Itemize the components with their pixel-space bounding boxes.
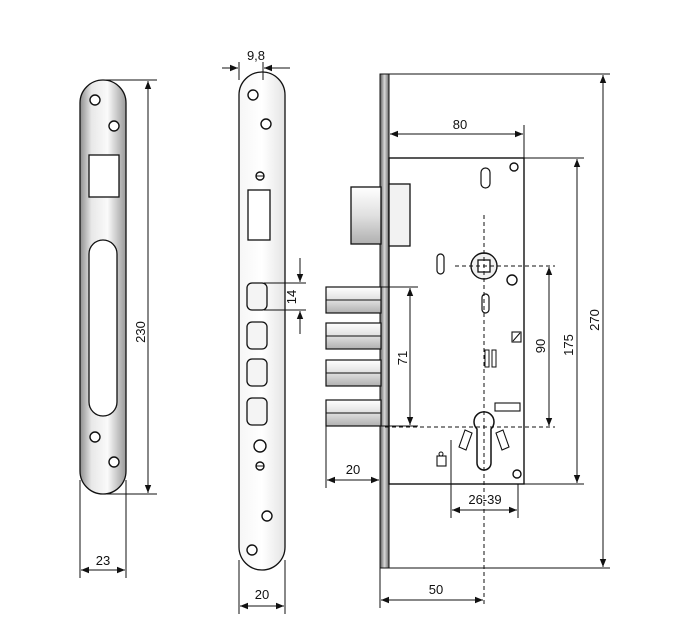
dimension-label-23: 23 xyxy=(96,553,110,568)
case-slot-top xyxy=(480,167,491,189)
dimension-backset: 50 xyxy=(379,568,483,608)
case-notch xyxy=(436,455,447,467)
dimension-bolt-spacing: 71 xyxy=(381,286,418,427)
bolt-slot-2 xyxy=(246,321,268,350)
dimension-label-26-39: 26-39 xyxy=(468,492,501,507)
dimension-bolt-projection: 20 xyxy=(325,426,379,488)
dimension-faceplate-width: 20 xyxy=(238,560,286,614)
strike-plate xyxy=(79,79,127,495)
bolt-opening xyxy=(88,239,118,417)
dimension-label-50: 50 xyxy=(429,582,443,597)
screw-hole-icon xyxy=(260,118,272,130)
dimension-label-90: 90 xyxy=(533,339,548,353)
screw-hole-icon xyxy=(108,456,120,468)
lock-faceplate xyxy=(238,71,286,571)
latch-tongue xyxy=(350,186,382,245)
dimension-faceplate-thickness: 9,8 xyxy=(222,48,290,80)
screw-hole-icon xyxy=(512,469,522,479)
case-slot-pair-1 xyxy=(484,349,490,368)
screw-hole-icon xyxy=(89,431,101,443)
latch-opening xyxy=(88,154,120,198)
case-bar xyxy=(494,402,521,412)
dimension-label-230: 230 xyxy=(133,321,148,343)
faceplate-edge xyxy=(379,73,390,569)
dimension-label-20-faceplate: 20 xyxy=(255,587,269,602)
dimension-faceplate-length: 270 xyxy=(389,73,610,569)
cylinder-slot-left xyxy=(458,429,473,451)
dimension-label-20-bolt: 20 xyxy=(346,462,360,477)
centerlines xyxy=(385,215,555,606)
screw-hole-icon xyxy=(506,274,518,286)
case-slot-left xyxy=(436,253,445,275)
bolt-slot-3 xyxy=(246,358,268,387)
screw-hole-icon xyxy=(246,544,258,556)
latch-window xyxy=(247,189,271,241)
latch-body xyxy=(388,183,411,247)
dimension-case-width: 80 xyxy=(390,117,525,158)
dimension-label-270: 270 xyxy=(587,309,602,331)
dimension-label-175: 175 xyxy=(561,334,576,356)
screw-hole-icon xyxy=(108,120,120,132)
dimension-case-height: 175 xyxy=(524,157,584,485)
bolt-slot-1 xyxy=(246,282,268,311)
dimension-label-80: 80 xyxy=(453,117,467,132)
cylinder-slot-right xyxy=(495,429,510,451)
screw-hole-icon xyxy=(89,94,101,106)
case-slot-mid xyxy=(481,293,490,314)
dimension-latch-height: 14 xyxy=(264,258,306,334)
dimension-label-14: 14 xyxy=(284,290,299,304)
dimension-strike-width: 23 xyxy=(79,480,127,578)
dimension-strike-length: 230 xyxy=(104,79,157,495)
dimension-label-71: 71 xyxy=(395,351,410,365)
screw-hole-icon xyxy=(261,510,273,522)
screw-hole-icon xyxy=(253,439,267,453)
screw-hole-icon xyxy=(509,162,519,172)
dimension-label-9-8: 9,8 xyxy=(247,48,265,63)
bolt-slot-4 xyxy=(246,397,268,426)
dimension-cylinder-range: 26-39 xyxy=(450,440,519,518)
screw-hole-icon xyxy=(247,89,259,101)
case-slot-pair-2 xyxy=(491,349,497,368)
dimension-handle-to-cylinder: 90 xyxy=(533,267,553,426)
